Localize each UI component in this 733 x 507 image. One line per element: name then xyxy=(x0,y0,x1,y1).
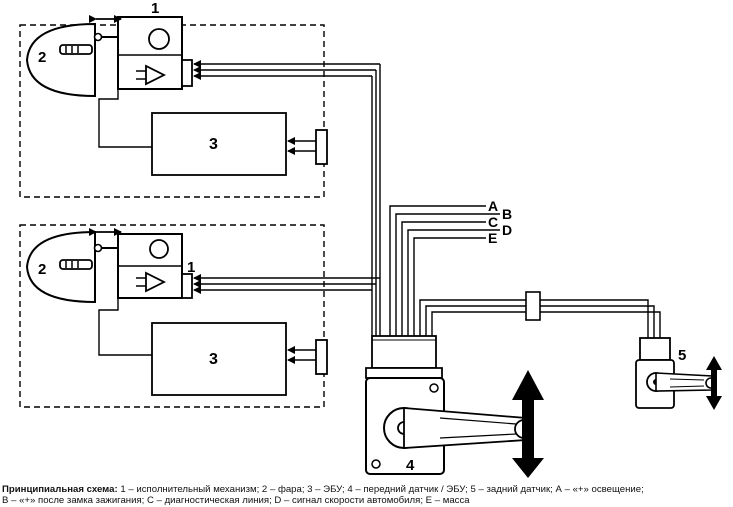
terminal-e: E xyxy=(488,230,497,246)
caption-text-2: В – «+» после замка зажигания; С – диагн… xyxy=(2,495,470,506)
upper-actuator: 1 xyxy=(117,0,193,90)
lower-headlamp-label: 2 xyxy=(38,261,46,278)
rear-sensor-label: 5 xyxy=(678,347,686,364)
terminal-c: C xyxy=(488,214,498,230)
terminal-d: D xyxy=(502,222,512,238)
lower-ecu-label: 3 xyxy=(209,351,218,368)
caption: Принципиальная схема: 1 – исполнительный… xyxy=(2,484,732,506)
wire-bus xyxy=(371,64,661,338)
lower-assembly: 2 1 3 xyxy=(19,224,380,408)
lower-actuator: 1 xyxy=(117,233,195,299)
front-sensor: 4 xyxy=(365,335,544,478)
lower-ecu: 3 xyxy=(151,322,328,396)
upper-headlamp: 2 xyxy=(25,22,96,98)
rear-sensor: 5 xyxy=(635,337,722,410)
upper-ecu: 3 xyxy=(151,112,328,176)
upper-headlamp-label: 2 xyxy=(38,49,46,66)
caption-line-1: Принципиальная схема: 1 – исполнительный… xyxy=(2,484,732,495)
terminal-b: B xyxy=(502,206,512,222)
cable-clamp xyxy=(525,291,541,321)
lower-dashed-frame xyxy=(19,224,325,408)
caption-text-1: 1 – исполнительный механизм; 2 – фара; 3… xyxy=(120,484,644,495)
upper-assembly: 2 1 3 xyxy=(19,0,380,198)
terminal-labels: A B C D E xyxy=(488,198,512,246)
lower-actuator-label: 1 xyxy=(187,259,195,276)
caption-title: Принципиальная схема: xyxy=(2,484,118,495)
terminal-a: A xyxy=(488,198,498,214)
lower-headlamp: 2 xyxy=(25,230,96,304)
caption-line-2: В – «+» после замка зажигания; С – диагн… xyxy=(2,495,732,506)
front-sensor-label: 4 xyxy=(406,457,415,474)
upper-ecu-label: 3 xyxy=(209,136,218,153)
upper-actuator-label: 1 xyxy=(151,0,159,17)
wiring-diagram: 2 1 3 xyxy=(19,0,722,478)
